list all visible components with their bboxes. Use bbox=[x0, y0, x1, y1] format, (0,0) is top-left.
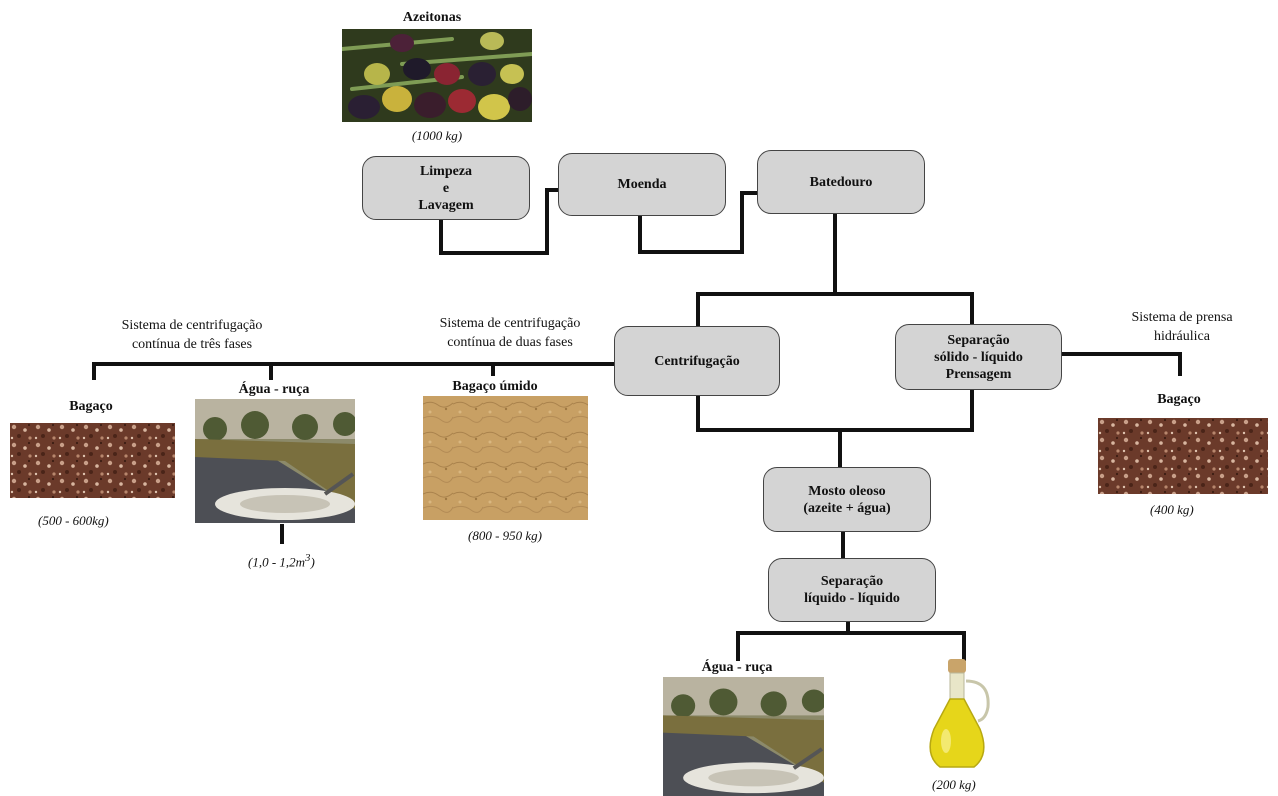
press-line-2: sólido - líquido bbox=[934, 349, 1023, 365]
cleaning-line-3: Lavagem bbox=[418, 197, 474, 213]
connector-line bbox=[696, 292, 974, 296]
wet-pomace-image bbox=[423, 396, 588, 520]
wet-pomace-label: Bagaço úmido bbox=[452, 379, 538, 394]
two-phase-line-1: Sistema de centrifugação bbox=[439, 316, 581, 331]
pomace-press-label: Bagaço bbox=[1157, 392, 1201, 407]
connector-line bbox=[970, 292, 974, 326]
hydraulic-line-2: hidráulica bbox=[1154, 329, 1210, 344]
press-line-3: Prensagem bbox=[945, 366, 1012, 382]
cleaning-line-2: e bbox=[442, 180, 450, 196]
wastewater-3p-qty-main: (1,0 - 1,2m bbox=[248, 554, 306, 570]
connector-line bbox=[833, 213, 837, 295]
wastewater-final-image bbox=[663, 677, 824, 796]
wastewater-3p-qty: (1,0 - 1,2m3) bbox=[248, 552, 315, 570]
liquid-sep-line-1: Separação bbox=[820, 574, 884, 589]
olives-label: Azeitonas bbox=[402, 10, 462, 25]
hydraulic-line-1: Sistema de prensa bbox=[1131, 310, 1233, 325]
connector-line bbox=[696, 428, 974, 432]
liquid-separation-box: Separação líquido - líquido bbox=[768, 558, 936, 622]
connector-line bbox=[545, 188, 559, 192]
oily-must-line-2: (azeite + água) bbox=[803, 500, 891, 516]
three-phase-line-1: Sistema de centrifugação bbox=[121, 318, 263, 333]
connector-line bbox=[740, 191, 744, 254]
connector-line bbox=[439, 219, 443, 254]
connector-line bbox=[962, 631, 966, 661]
pomace-3p-qty: (500 - 600kg) bbox=[38, 513, 109, 528]
olive-oil-bottle-icon bbox=[918, 659, 1000, 773]
connector-line bbox=[92, 362, 96, 380]
malaxing-label: Batedouro bbox=[809, 174, 873, 190]
pomace-image bbox=[10, 423, 175, 498]
olives-image bbox=[342, 29, 532, 122]
connector-line bbox=[846, 621, 850, 634]
connector-line bbox=[736, 631, 740, 661]
pomace-press-qty: (400 kg) bbox=[1150, 502, 1194, 517]
connector-line bbox=[638, 250, 744, 254]
liquid-sep-line-2: líquido - líquido bbox=[804, 591, 900, 606]
connector-line bbox=[280, 524, 284, 544]
press-box: Separação sólido - líquido Prensagem bbox=[895, 324, 1062, 390]
connector-line bbox=[269, 362, 273, 380]
malaxing-box: Batedouro bbox=[757, 150, 925, 214]
connector-line bbox=[970, 388, 974, 432]
two-phase-line-2: contínua de duas fases bbox=[447, 335, 573, 350]
wastewater-image bbox=[195, 399, 355, 523]
milling-box: Moenda bbox=[558, 153, 726, 216]
centrifuge-label: Centrifugação bbox=[654, 353, 740, 369]
wastewater-3p-label: Água - ruça bbox=[238, 382, 310, 397]
centrifuge-box: Centrifugação bbox=[614, 326, 780, 396]
pomace-3p-label: Bagaço bbox=[69, 399, 113, 414]
hydraulic-system-title: Sistema de prensa hidráulica bbox=[1102, 308, 1262, 346]
connector-line bbox=[740, 191, 758, 195]
press-line-1: Separação bbox=[947, 332, 1010, 348]
connector-line bbox=[1062, 352, 1182, 356]
pomace-press-image bbox=[1098, 418, 1268, 494]
cleaning-line-1: Limpeza bbox=[419, 163, 473, 179]
connector-line bbox=[439, 251, 549, 255]
three-phase-system-title: Sistema de centrifugação contínua de trê… bbox=[76, 316, 308, 354]
oil-qty: (200 kg) bbox=[932, 777, 976, 792]
connector-line bbox=[838, 428, 842, 468]
olives-qty: (1000 kg) bbox=[411, 128, 463, 143]
cleaning-box: Limpeza e Lavagem bbox=[362, 156, 530, 220]
connector-line bbox=[696, 394, 700, 432]
three-phase-line-2: contínua de três fases bbox=[131, 337, 253, 352]
oily-must-line-1: Mosto oleoso bbox=[808, 483, 886, 499]
connector-line bbox=[638, 215, 642, 253]
wastewater-3p-qty-exp: 3 bbox=[305, 552, 311, 564]
connector-line bbox=[736, 631, 966, 635]
wastewater-final-label: Água - ruça bbox=[701, 660, 773, 675]
wet-pomace-qty: (800 - 950 kg) bbox=[468, 528, 543, 543]
connector-line bbox=[92, 362, 616, 366]
connector-line bbox=[841, 531, 845, 559]
oily-must-box: Mosto oleoso (azeite + água) bbox=[763, 467, 931, 532]
connector-line bbox=[545, 188, 549, 255]
connector-line bbox=[696, 292, 700, 328]
milling-label: Moenda bbox=[617, 177, 667, 192]
connector-line bbox=[491, 362, 495, 376]
connector-line bbox=[1178, 352, 1182, 376]
two-phase-system-title: Sistema de centrifugação contínua de dua… bbox=[394, 314, 626, 352]
wastewater-3p-qty-close: ) bbox=[310, 554, 315, 570]
